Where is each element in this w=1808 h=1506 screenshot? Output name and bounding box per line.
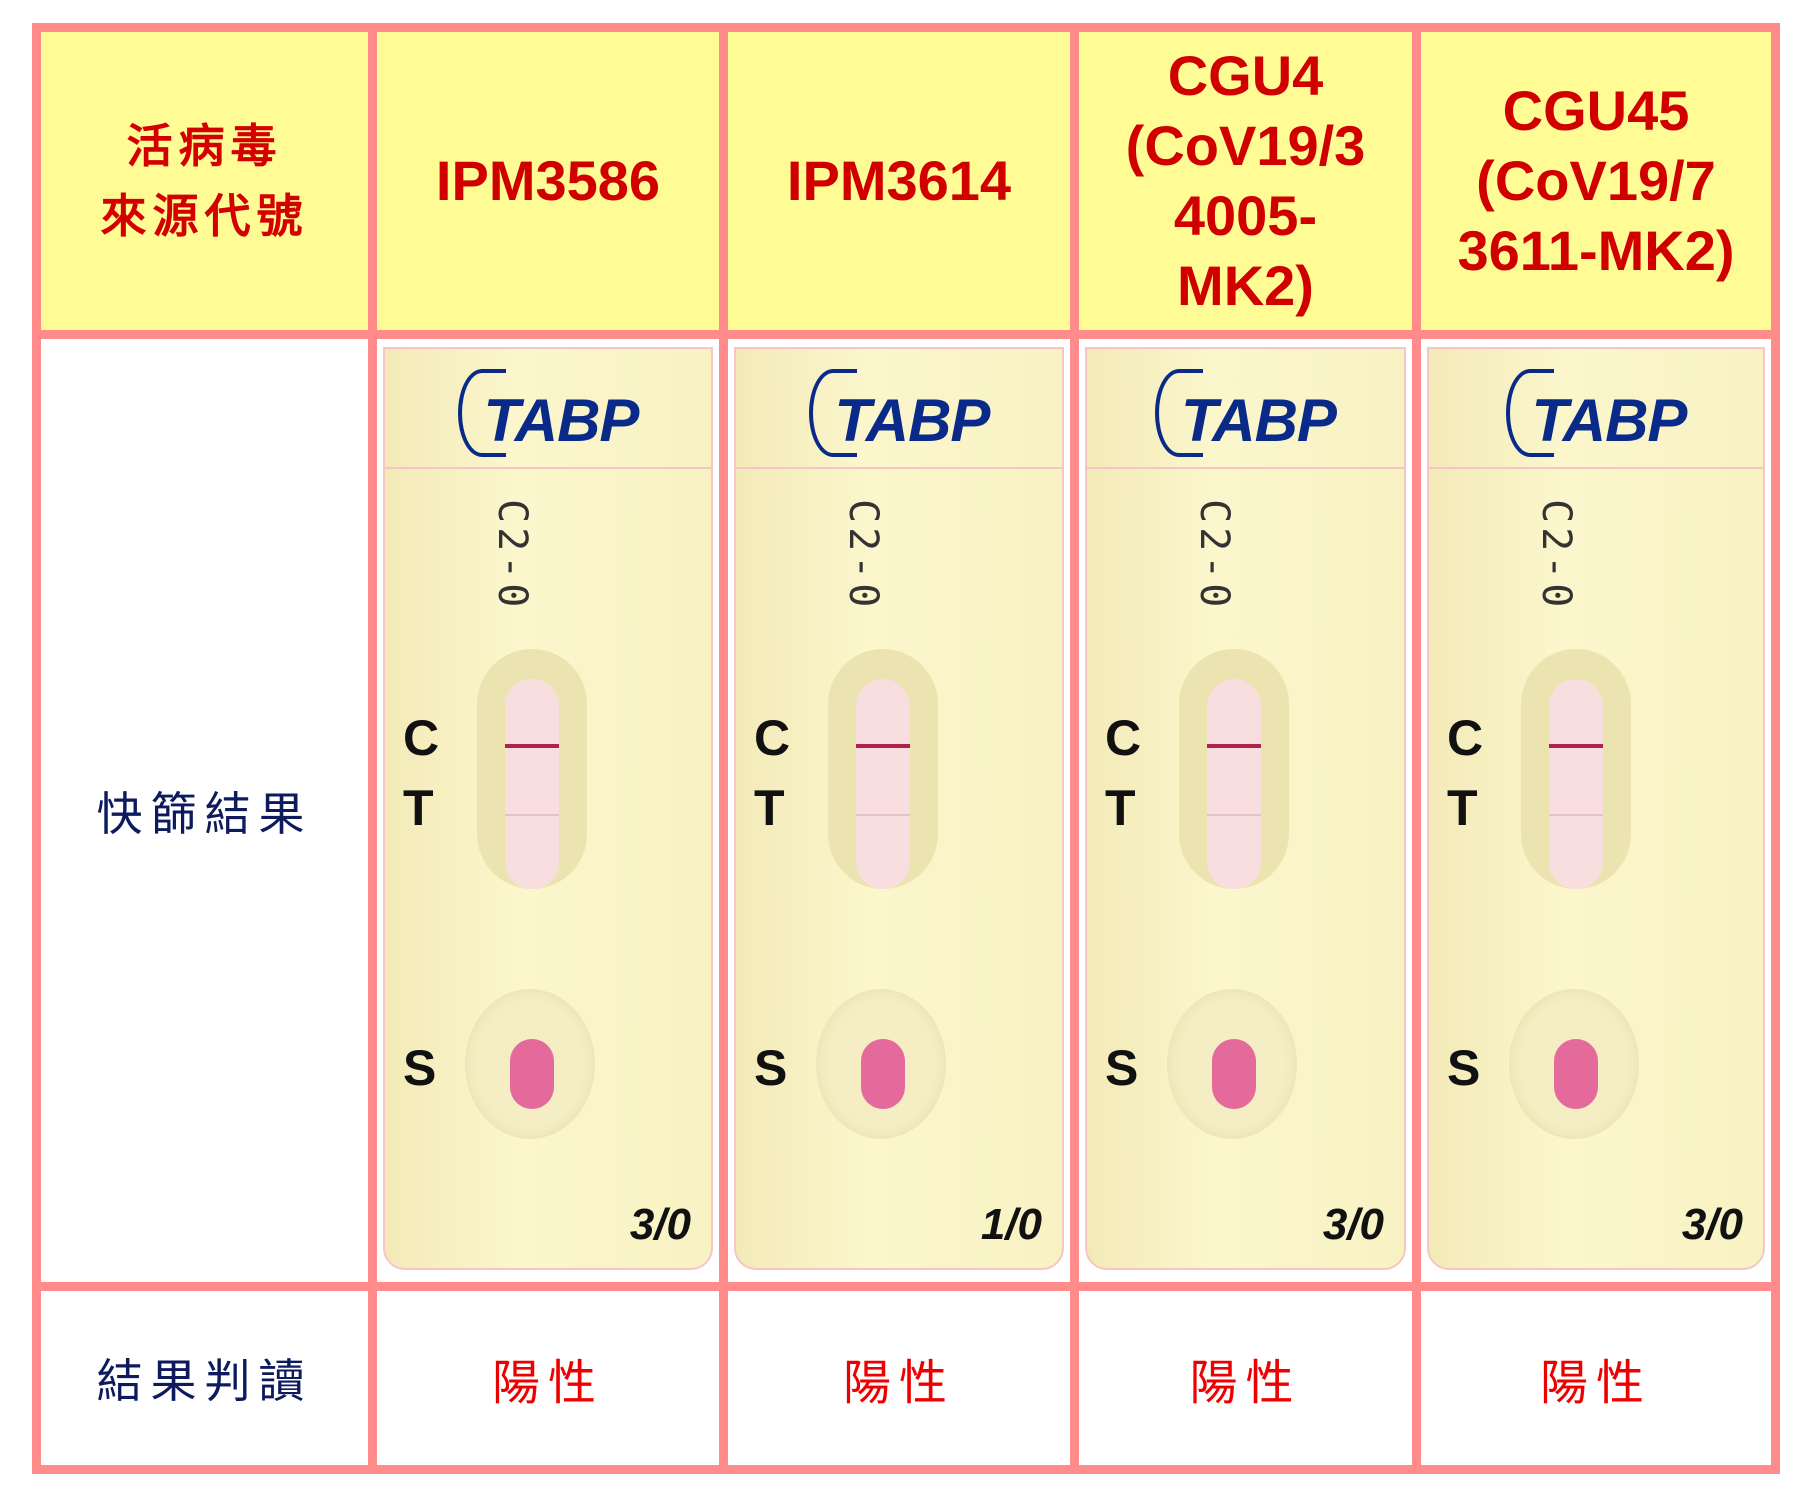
test-line	[505, 814, 559, 816]
results-table: 活病毒 來源代號 IPM3586 IPM3614 CGU4 (CoV19/3 4…	[32, 23, 1780, 1474]
cassette-cell: TABP C2-0 C T S 3/0	[1079, 339, 1412, 1282]
result-cell: 陽性	[377, 1291, 719, 1465]
logo-swirl-icon	[808, 369, 857, 457]
logo-swirl-icon	[1155, 369, 1204, 457]
code-text: IPM3586	[435, 149, 661, 212]
code-text: IPM3614	[786, 149, 1012, 212]
test-strip	[856, 679, 910, 889]
brand-text: TABP	[483, 386, 640, 454]
brand-logo: TABP	[736, 349, 1062, 469]
t-label: T	[1105, 780, 1136, 836]
lot-number: C2-0	[1191, 499, 1237, 612]
result-positive: 陽性	[1539, 1355, 1652, 1411]
handwritten-mark: 1/0	[980, 1200, 1042, 1249]
test-line	[1207, 814, 1261, 816]
c-label: C	[1447, 710, 1484, 766]
s-label: S	[754, 1040, 788, 1096]
header-code-4: CGU45 (CoV19/7 3611-MK2)	[1421, 32, 1771, 330]
s-label: S	[1447, 1040, 1481, 1096]
cassette-cell: TABP C2-0 C T S 1/0	[728, 339, 1070, 1282]
brand-logo: TABP	[1087, 349, 1404, 469]
result-cell: 陽性	[1421, 1291, 1771, 1465]
c-label: C	[403, 710, 440, 766]
header-code-3: CGU4 (CoV19/3 4005- MK2)	[1079, 32, 1412, 330]
handwritten-mark: 3/0	[629, 1200, 691, 1249]
c-label: C	[754, 710, 791, 766]
control-line	[856, 744, 910, 748]
t-label: T	[754, 780, 785, 836]
logo-swirl-icon	[1505, 369, 1554, 457]
result-cell: 陽性	[728, 1291, 1070, 1465]
rapid-test-label: 快篩結果	[96, 786, 313, 841]
code-text: CGU45 (CoV19/7 3611-MK2)	[1457, 79, 1735, 282]
control-line	[505, 744, 559, 748]
sample-spot	[1554, 1039, 1598, 1109]
sample-spot	[861, 1039, 905, 1109]
brand-text: TABP	[1531, 386, 1688, 454]
interpretation-label-cell: 結果判讀	[41, 1291, 368, 1465]
test-line	[1549, 814, 1603, 816]
result-cell: 陽性	[1079, 1291, 1412, 1465]
test-strip	[505, 679, 559, 889]
test-cassette: TABP C2-0 C T S 3/0	[1427, 347, 1765, 1270]
c-label: C	[1105, 710, 1142, 766]
handwritten-mark: 3/0	[1322, 1200, 1384, 1249]
cassette-cell: TABP C2-0 C T S 3/0	[377, 339, 719, 1282]
cassette-cell: TABP C2-0 C T S 3/0	[1421, 339, 1771, 1282]
control-line	[1207, 744, 1261, 748]
header-row-label-cell: 活病毒 來源代號	[41, 32, 368, 330]
brand-text: TABP	[834, 386, 991, 454]
logo-swirl-icon	[457, 369, 506, 457]
result-positive: 陽性	[1189, 1355, 1302, 1411]
brand-text: TABP	[1181, 386, 1337, 454]
lot-number: C2-0	[1533, 499, 1579, 612]
test-cassette: TABP C2-0 C T S 3/0	[1085, 347, 1406, 1270]
test-line	[856, 814, 910, 816]
test-cassette: TABP C2-0 C T S 3/0	[383, 347, 713, 1270]
t-label: T	[1447, 780, 1478, 836]
t-label: T	[403, 780, 434, 836]
test-strip	[1207, 679, 1261, 889]
result-positive: 陽性	[491, 1355, 604, 1411]
brand-logo: TABP	[385, 349, 711, 469]
brand-logo: TABP	[1429, 349, 1763, 469]
test-strip	[1549, 679, 1603, 889]
virus-source-label: 活病毒 來源代號	[100, 119, 309, 243]
sample-spot	[1212, 1039, 1256, 1109]
s-label: S	[403, 1040, 437, 1096]
header-code-2: IPM3614	[728, 32, 1070, 330]
header-code-1: IPM3586	[377, 32, 719, 330]
sample-spot	[510, 1039, 554, 1109]
s-label: S	[1105, 1040, 1139, 1096]
rapid-test-label-cell: 快篩結果	[41, 339, 368, 1282]
result-positive: 陽性	[842, 1355, 955, 1411]
code-text: CGU4 (CoV19/3 4005- MK2)	[1125, 44, 1366, 317]
lot-number: C2-0	[489, 499, 535, 612]
handwritten-mark: 3/0	[1681, 1200, 1743, 1249]
test-cassette: TABP C2-0 C T S 1/0	[734, 347, 1064, 1270]
lot-number: C2-0	[840, 499, 886, 612]
control-line	[1549, 744, 1603, 748]
interpretation-label: 結果判讀	[96, 1354, 313, 1408]
